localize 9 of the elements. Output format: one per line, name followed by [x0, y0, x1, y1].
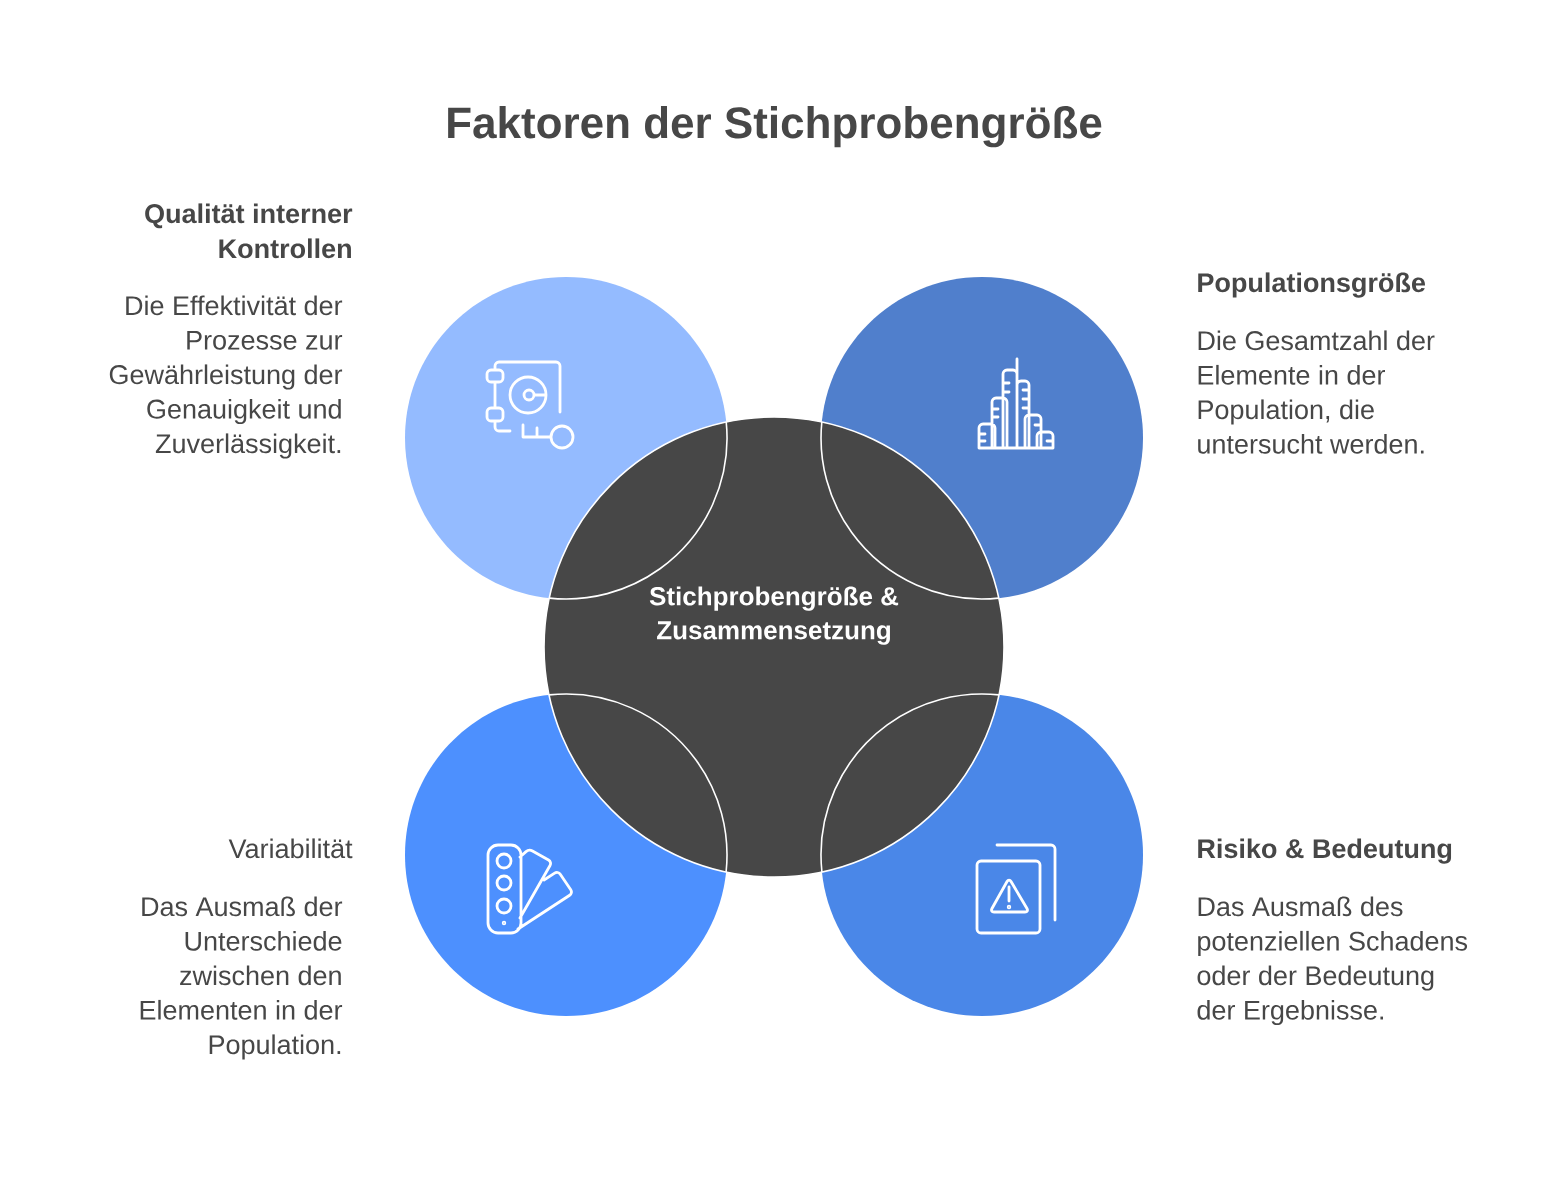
heading: Variabilität: [228, 838, 353, 859]
description-text: Die Gesamtzahl der Elemente in der Population, die untersucht werden.: [1198, 330, 1435, 454]
heading: Risiko & Bedeutung: [1198, 838, 1452, 864]
description-text: Das Ausmaß der Unterschiede zwischen den Elementen in der Population.: [140, 896, 343, 1060]
description-text: Das Ausmaß des potenziellen Schadens oder der Bedeutung der Ergebnisse.: [1197, 896, 1468, 1026]
heading: Populationsgröße: [1198, 272, 1425, 298]
title: Faktoren der Stichprobengröße: [448, 106, 1102, 148]
heading: Qualität interner Kontrollen: [145, 203, 353, 259]
description-text: Die Effektivität der Prozesse zur Gewährleistung der Genauigkeit und Zuverlässigkeit.: [109, 295, 343, 459]
